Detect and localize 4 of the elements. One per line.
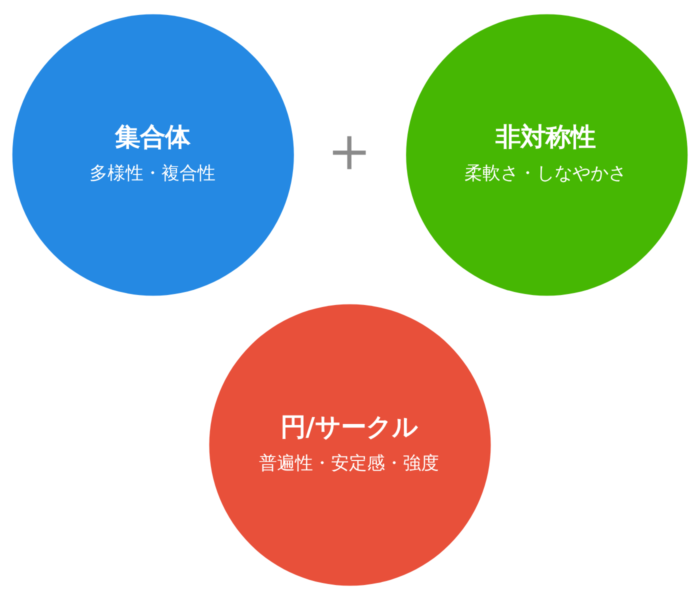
node-circle: 非対称性 柔軟さ・しなやかさ [406, 14, 688, 296]
label: ＋ [318, 112, 382, 186]
node-circle: 集合体 多様性・複合性 [12, 14, 294, 296]
node-circle: 円/サークル 普遍性・安定感・強度 [209, 304, 491, 586]
